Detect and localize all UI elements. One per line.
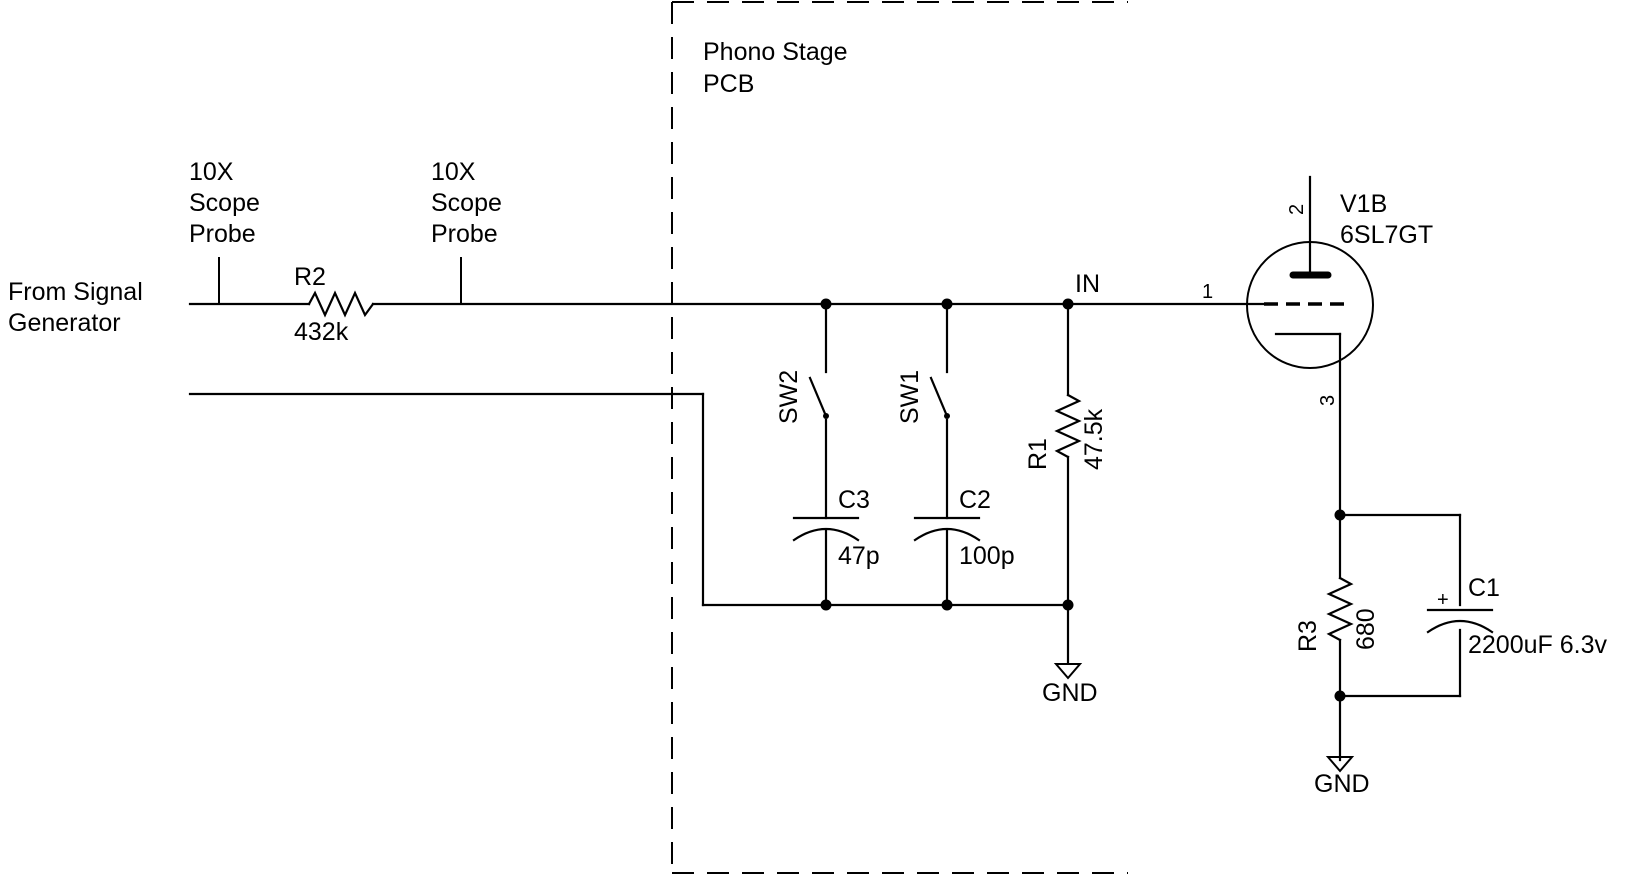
sw1-c2-branch (913, 302, 981, 607)
r2-value: 432k (294, 318, 349, 346)
sw2-contact (823, 413, 829, 419)
ground-icon (1325, 756, 1355, 773)
return-wire (188, 392, 1070, 607)
probe-2-label-line2: Scope (431, 189, 502, 217)
r1-value: 47.5k (1080, 408, 1108, 470)
r1-ref: R1 (1024, 438, 1052, 470)
input-net-label: IN (1075, 270, 1100, 298)
source-label-line2: Generator (8, 309, 121, 337)
ground-icon (1053, 663, 1083, 680)
v1b-part: 6SL7GT (1340, 221, 1433, 249)
tube-pin-grid: 1 (1202, 281, 1213, 303)
r2-ref: R2 (294, 263, 326, 291)
resistor-r1 (1054, 302, 1082, 664)
probe-1-label-line3: Probe (189, 220, 256, 248)
r3-ref: R3 (1294, 620, 1322, 652)
sw2-ref: SW2 (775, 370, 803, 424)
source-label-line1: From Signal (8, 278, 143, 306)
c1-value: 2200uF 6.3v (1468, 631, 1607, 659)
pcb-title: Phono Stage (703, 38, 848, 66)
c2-value: 100p (959, 542, 1015, 570)
c3-ref: C3 (838, 486, 870, 514)
probe-2-label-line3: Probe (431, 220, 498, 248)
c1-ref: C1 (1468, 574, 1500, 602)
sw1-contact (944, 413, 950, 419)
vacuum-tube-v1b (1246, 175, 1374, 517)
sw1-ref: SW1 (896, 370, 924, 424)
probe-1-label-line1: 10X (189, 158, 234, 186)
pcb-boundary (671, 1, 1128, 874)
probe-2-label-line1: 10X (431, 158, 476, 186)
cathode-network (1326, 513, 1494, 762)
tube-pin-plate: 2 (1286, 204, 1308, 215)
probe-1-label-line2: Scope (189, 189, 260, 217)
v1b-ref: V1B (1340, 190, 1387, 218)
gnd-label-2: GND (1314, 770, 1370, 798)
c2-ref: C2 (959, 486, 991, 514)
gnd-label-1: GND (1042, 679, 1098, 707)
c3-value: 47p (838, 542, 880, 570)
sw2-c3-branch (792, 302, 860, 607)
resistor-r2 (307, 290, 375, 318)
r3-value: 680 (1352, 608, 1380, 650)
junction-dots (820, 298, 1346, 702)
pcb-subtitle: PCB (703, 70, 754, 98)
tube-pin-cathode: 3 (1317, 395, 1339, 406)
c1-polarity: + (1437, 589, 1449, 611)
